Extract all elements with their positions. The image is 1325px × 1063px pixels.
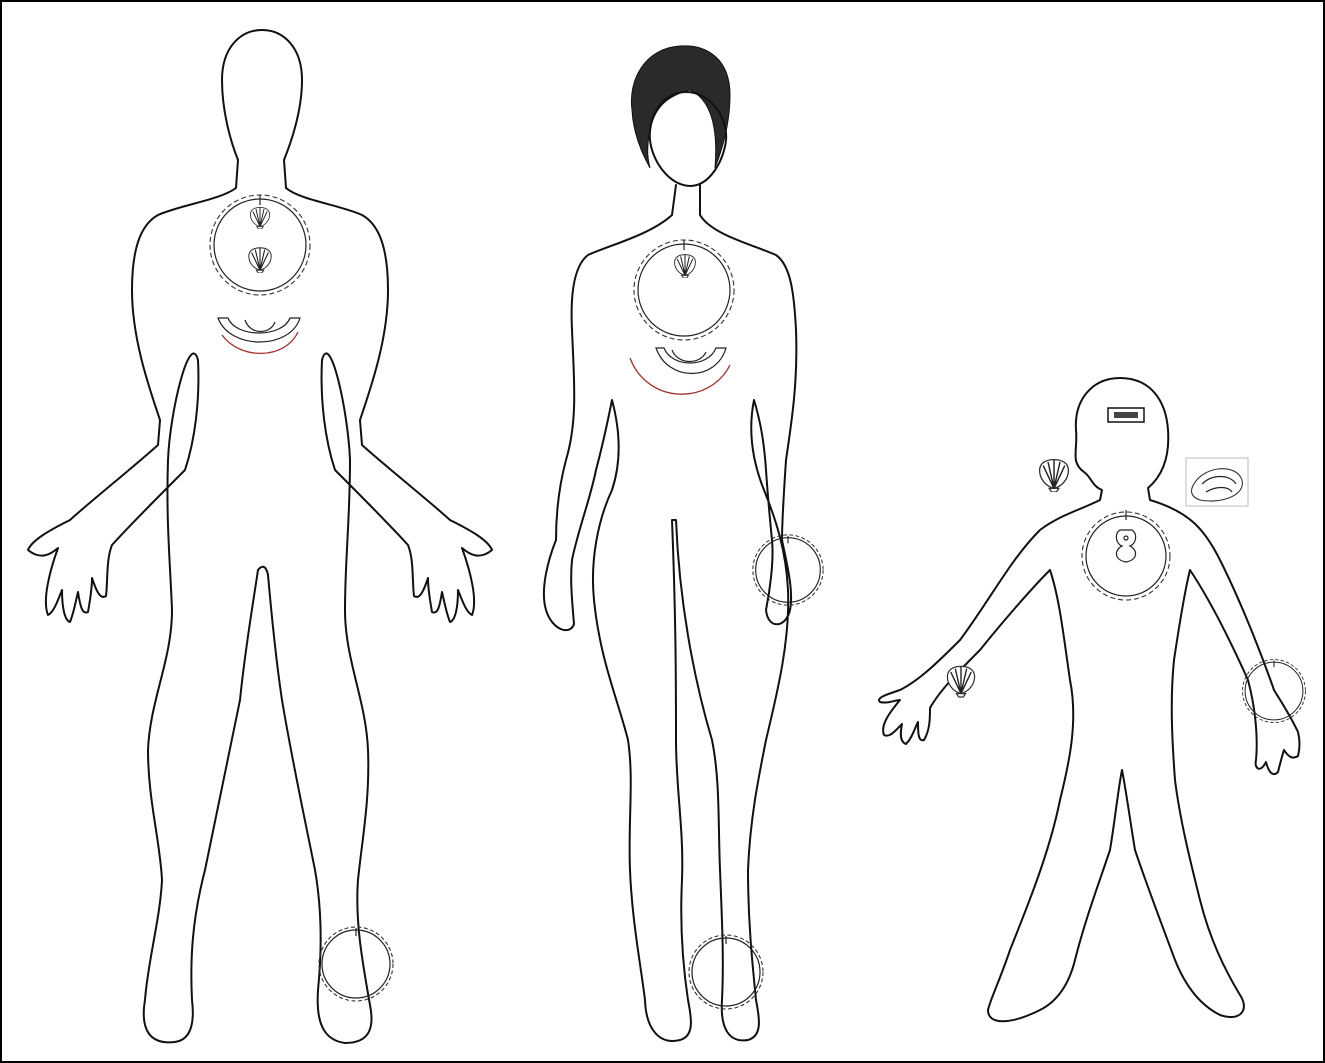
female-figure: [544, 46, 823, 1041]
male-body-outline: [28, 30, 492, 1043]
child-scallop-arm-icon: [947, 666, 974, 697]
child-forehead-plaque: [1108, 408, 1144, 422]
child-chest-necklace: [1082, 510, 1170, 600]
child-figure: [879, 378, 1305, 1021]
child-conch-shell-icon: [1186, 458, 1248, 506]
male-figure: [28, 30, 492, 1043]
male-scallop-lower-icon: [249, 248, 271, 273]
male-scallop-upper-icon: [250, 207, 269, 229]
female-scallop-icon: [675, 255, 696, 278]
female-ankle-ring: [689, 935, 763, 1009]
female-body-outline: [544, 92, 796, 1041]
male-ankle-ring: [319, 927, 393, 1001]
child-scallop-head-icon: [1040, 460, 1069, 492]
male-crescent-pectoral: [218, 318, 300, 353]
female-crescent-pectoral: [630, 348, 730, 394]
